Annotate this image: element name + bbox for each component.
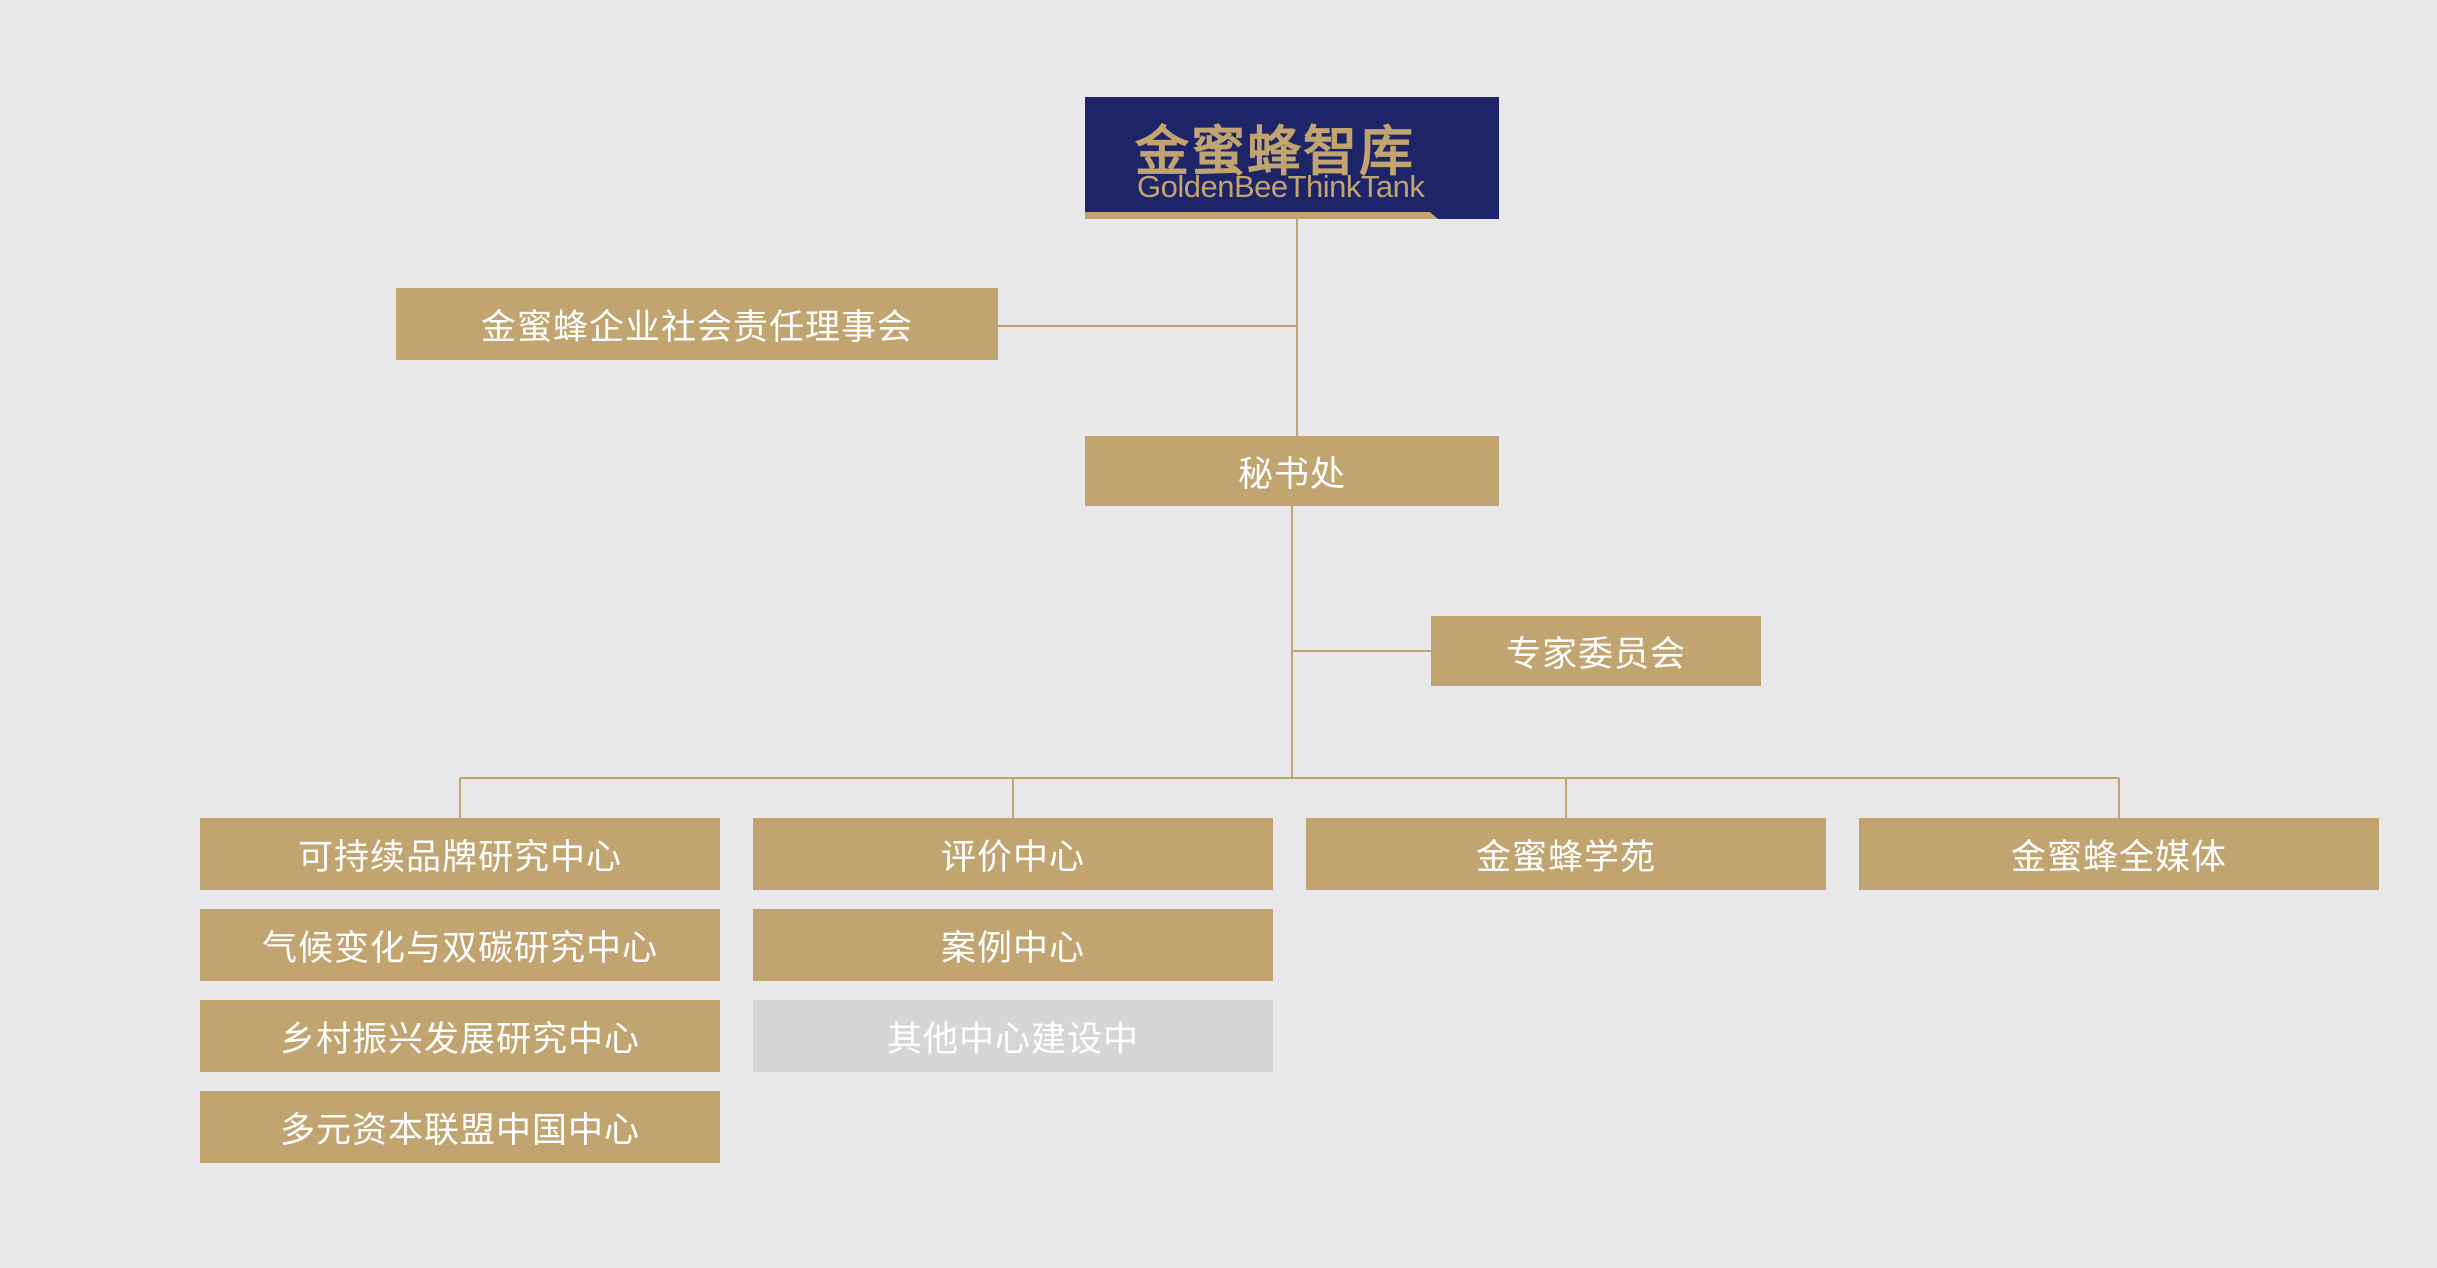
logo-gold-stripe-tip <box>1430 212 1438 219</box>
logo-name-en: GoldenBeeThinkTank <box>1137 169 1425 204</box>
logo-name-cn: 金蜜蜂智库 <box>1135 119 1415 183</box>
department-academy: 金蜜蜂学苑 <box>1306 818 1826 890</box>
secretariat-node: 秘书处 <box>1085 436 1499 506</box>
center-multi-capital-alliance: 多元资本联盟中国中心 <box>200 1091 720 1163</box>
department-evaluation: 评价中心 <box>753 818 1273 890</box>
center-case: 案例中心 <box>753 909 1273 981</box>
council-node: 金蜜蜂企业社会责任理事会 <box>396 288 998 360</box>
department-media: 金蜜蜂全媒体 <box>1859 818 2379 890</box>
center-climate-dual-carbon: 气候变化与双碳研究中心 <box>200 909 720 981</box>
center-rural-revitalization: 乡村振兴发展研究中心 <box>200 1000 720 1072</box>
department-sustainable-brand: 可持续品牌研究中心 <box>200 818 720 890</box>
goldenbee-logo: 金蜜蜂智库 GoldenBeeThinkTank <box>1085 97 1499 219</box>
logo-gold-stripe <box>1085 212 1430 219</box>
center-pending: 其他中心建设中 <box>753 1000 1273 1072</box>
expert-committee-node: 专家委员会 <box>1431 616 1761 686</box>
